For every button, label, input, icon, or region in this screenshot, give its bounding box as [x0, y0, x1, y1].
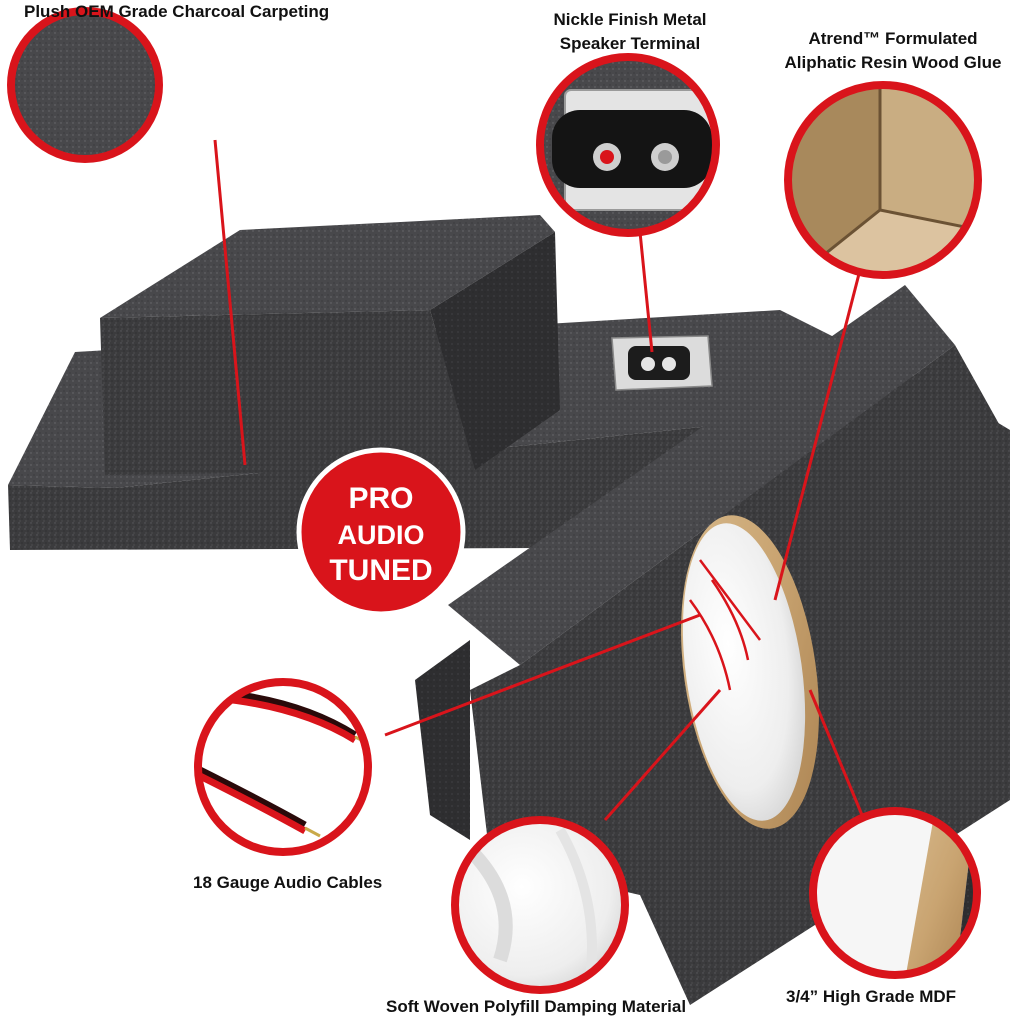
- pro-audio-tuned-badge: PRO AUDIO TUNED: [296, 447, 466, 617]
- terminal-label-line-2: Speaker Terminal: [559, 34, 701, 53]
- mdf-zoom-circle: [809, 807, 981, 979]
- side-panel-back: [415, 640, 470, 840]
- raised-box-top: [100, 215, 555, 318]
- terminal-zoom-circle: [536, 53, 720, 237]
- wood-glue-zoom-circle: [784, 81, 982, 279]
- badge-line-1: PRO: [348, 482, 413, 515]
- leader-lines: [213, 139, 864, 821]
- wood-glue-label-line-1: Atrend™ Formulated: [808, 29, 978, 48]
- cables-zoom-circle: [194, 678, 372, 856]
- badge-line-2: AUDIO: [338, 520, 425, 550]
- raised-box-front: [100, 310, 475, 475]
- wood-glue-label-line-2: Aliphatic Resin Wood Glue: [784, 53, 1002, 72]
- carpeting-zoom-circle: [7, 7, 163, 163]
- side-panel-edge: [448, 285, 955, 665]
- carpeting-label: Plush OEM Grade Charcoal Carpeting: [24, 2, 330, 21]
- badge-line-3: TUNED: [329, 554, 432, 587]
- mdf-label: 3/4” High Grade MDF: [786, 987, 957, 1006]
- cables-label: 18 Gauge Audio Cables: [193, 873, 383, 892]
- terminal-label-line-1: Nickle Finish Metal: [553, 10, 707, 29]
- polyfill-label: Soft Woven Polyfill Damping Material: [386, 997, 687, 1016]
- terminal-label: Nickle Finish Metal Speaker Terminal: [540, 8, 720, 56]
- raised-box-side: [430, 232, 560, 470]
- wood-glue-label: Atrend™ Formulated Aliphatic Resin Wood …: [762, 27, 1024, 75]
- polyfill-zoom-circle: [451, 816, 629, 994]
- terminal-plate: [611, 335, 713, 391]
